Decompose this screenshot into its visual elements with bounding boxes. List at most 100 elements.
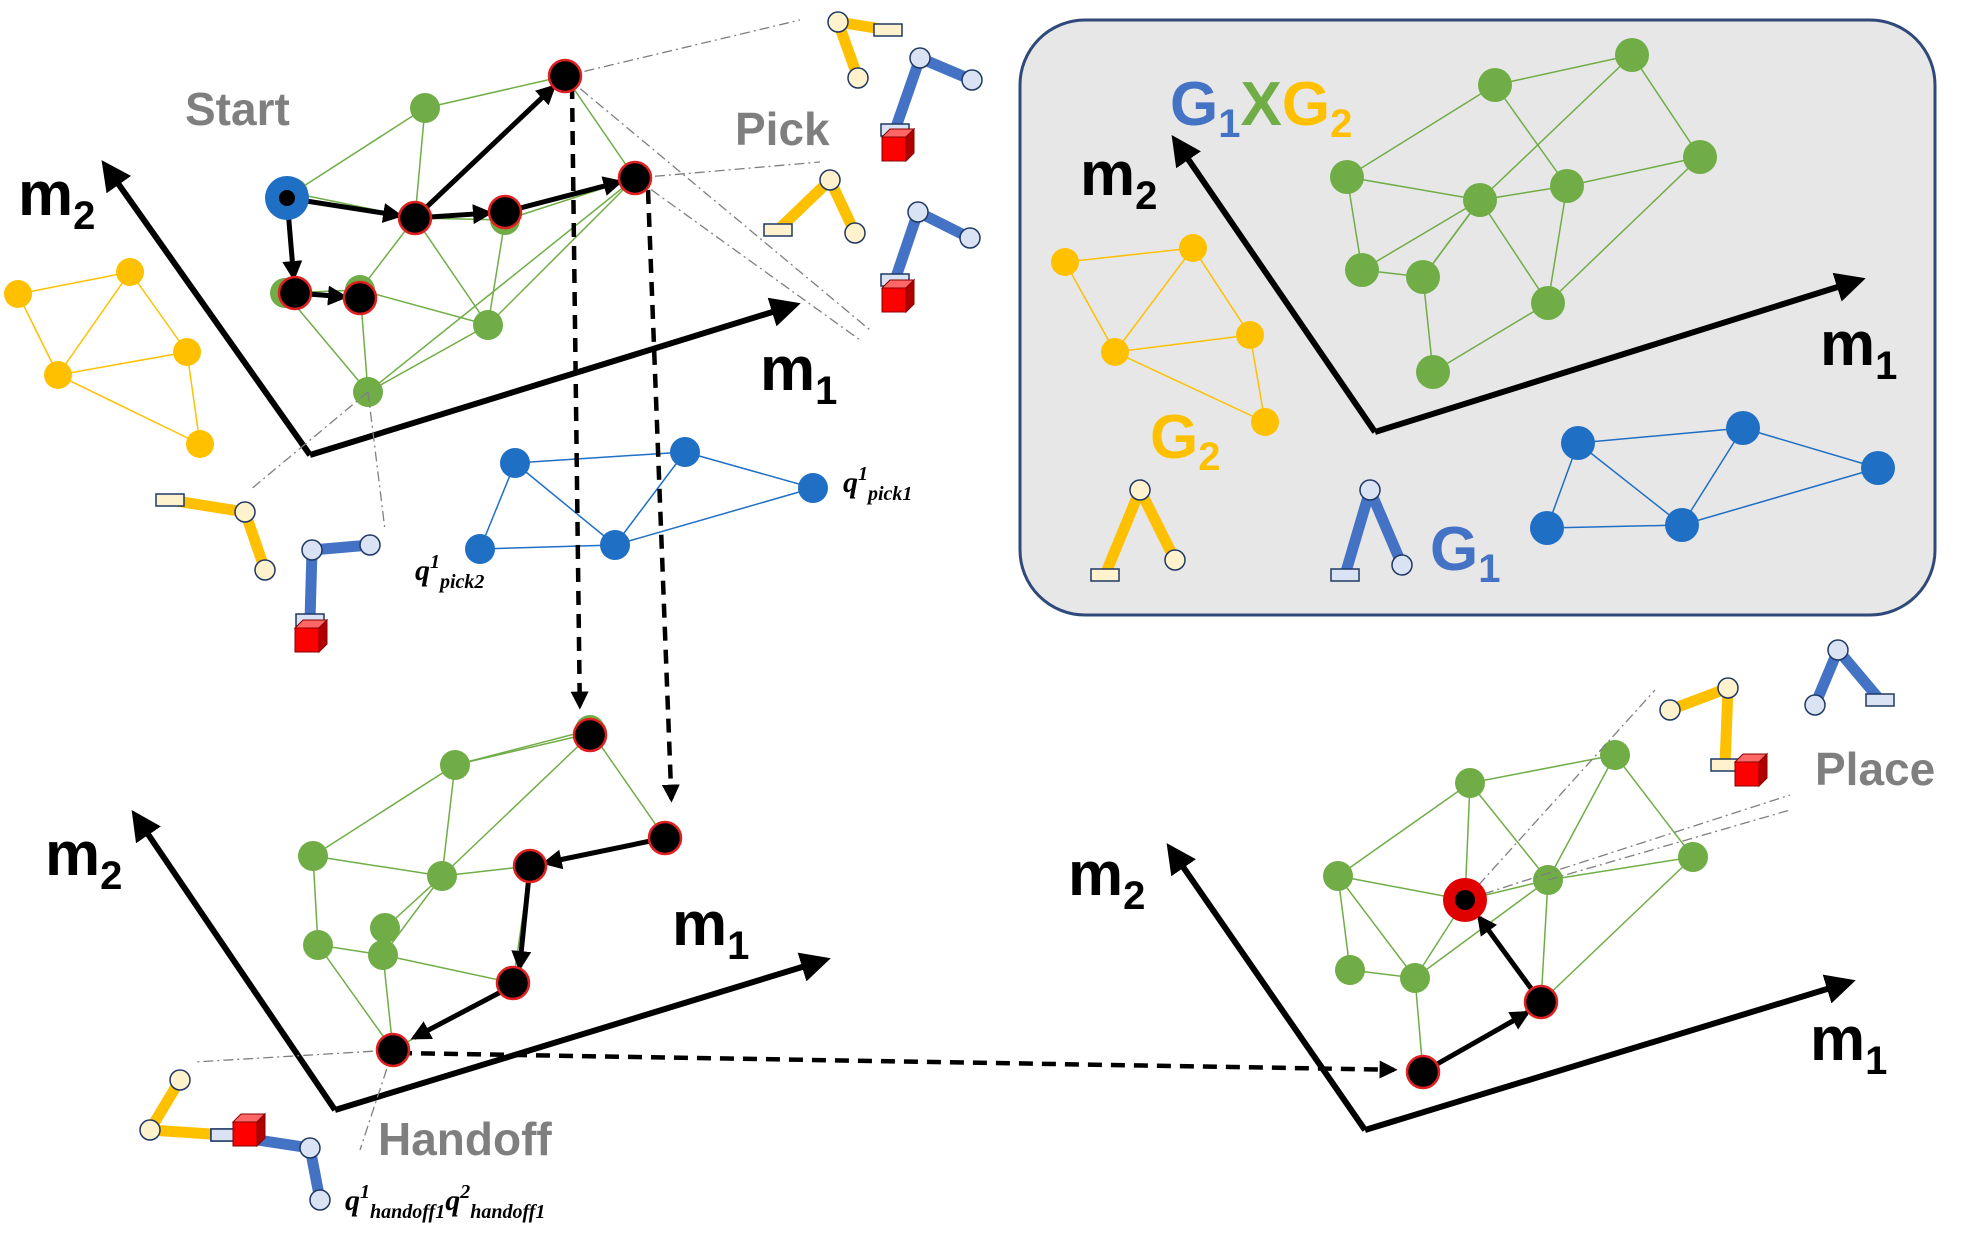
cube-front [881,287,907,313]
path-node [397,200,433,236]
graph-edge [17,271,131,295]
graph-edge [1742,427,1879,469]
graph-edge [57,271,131,376]
projection-guide-line [564,19,801,77]
robot-joint [1164,549,1186,571]
graph-edge [1114,351,1266,423]
graph-edge [1681,427,1744,526]
graph-node [1406,260,1440,294]
graph-edge [1479,54,1633,201]
path-node [487,194,523,230]
path-node [375,1032,411,1068]
robot2-arm-icon [763,169,866,244]
cube-front [881,136,907,162]
robot-joint [959,227,981,249]
robot-base [155,493,185,507]
robot-joint [1827,639,1849,661]
axis-m1-label: m1 [1820,310,1897,388]
composite-graph-place [1323,740,1708,1087]
graph-edge [1577,442,1683,526]
red-cube-icon [880,278,916,314]
graph-edge [684,451,814,489]
robot-joint [301,539,323,561]
projection-guide-line [634,177,861,341]
pick-label: Pick [735,103,830,155]
graph-node [1665,508,1699,542]
red-cube-icon [231,1112,267,1148]
graph-edge [487,177,636,326]
path-node [1405,1054,1441,1090]
graph-edge [312,855,443,877]
axes-layer [101,135,1866,1133]
graph-edge [1546,524,1683,529]
robot-base [763,223,793,237]
graph-node [368,940,398,970]
graph-edge [1577,427,1744,444]
robot2-arm-icon [827,11,903,89]
cube-front [232,1121,258,1147]
graph-edge [1469,754,1616,784]
path-node [495,965,531,1001]
graph-node [1683,140,1717,174]
graph-node [1051,248,1079,276]
graph-edge [312,764,456,857]
robot2-arm-icon [155,493,276,581]
red-cube-icon [880,127,916,163]
graph-edge [441,732,593,877]
axis-m1-label: m1 [1810,1005,1887,1083]
graph-node [116,258,144,286]
graph-edge [479,462,516,550]
start-label: Start [185,83,290,135]
robot-link [1339,484,1376,581]
graph-node [370,913,400,943]
axis-m2-label: m2 [45,820,122,898]
graph-node [1600,740,1630,770]
cube-front [294,627,320,653]
transition-arrow [569,84,589,710]
graph-node [1323,861,1353,891]
graph-edge [359,289,489,326]
graph-node [798,473,828,503]
projection-guide-line [634,161,821,179]
path-arrow [1421,1010,1531,1075]
config-labels: q1pick1 q1pick2 q1handoff1q2handoff1 [345,463,912,1223]
graph-node [1455,768,1485,798]
transition-arrow [397,1050,1398,1079]
graph-edge [1469,782,1549,881]
graph-edge [57,374,201,445]
axis-m2-arrow [1171,135,1378,434]
graph-node [1179,234,1207,262]
axis-labels: m2 m1 m2 m1 m2 m1 m2 m1 [18,140,1897,1083]
axis-m2-label: m2 [18,160,95,238]
path-arrow [541,835,666,870]
graph-node [1400,963,1430,993]
graph-node [427,861,457,891]
axis-m1-arrow [1364,974,1856,1133]
path-node [617,160,653,196]
graph-edge [1631,54,1701,158]
graph-edge [1361,199,1481,271]
graph-edge [367,177,636,393]
legend-g1-graph [1530,411,1895,545]
axis-m2-label: m2 [1080,140,1157,218]
graph-edge [1337,875,1351,971]
graph-edge [1494,54,1633,86]
graph-node [1335,955,1365,985]
graph-edge [454,729,591,766]
graph-node [410,93,440,123]
goal-node-core [1455,890,1475,910]
robot-joint [961,69,983,91]
graph-edge [1540,856,1694,1003]
graph-edge [317,944,394,1051]
graph-node [1615,38,1649,72]
red-cube-icon [293,618,329,654]
graph-edge [1681,467,1879,526]
graph-edge [487,219,506,326]
graph-edge [1064,261,1116,353]
robot-joint [819,169,841,191]
graph-edge [129,271,188,353]
graph-edge [1432,302,1549,373]
graph-node [465,534,495,564]
axis-m2-label: m2 [1068,840,1145,918]
graph-edge [424,75,566,109]
